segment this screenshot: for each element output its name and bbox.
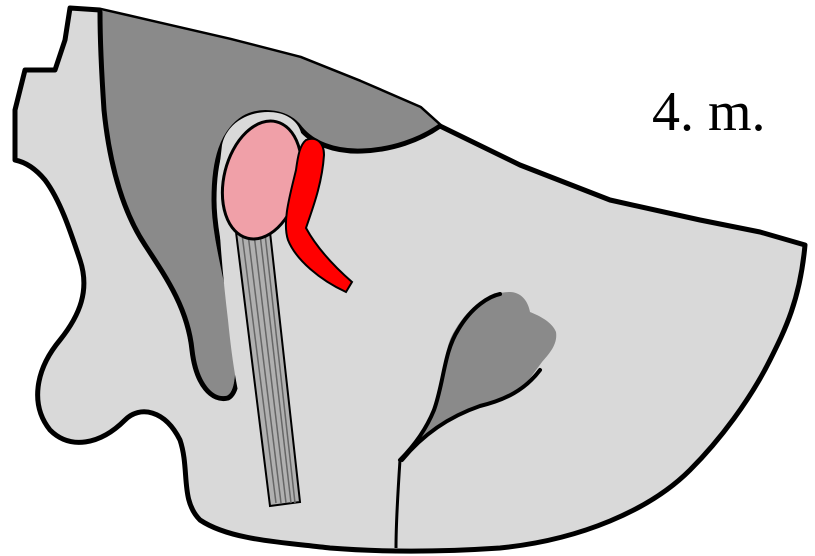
stage-label: 4. m. — [652, 84, 766, 140]
